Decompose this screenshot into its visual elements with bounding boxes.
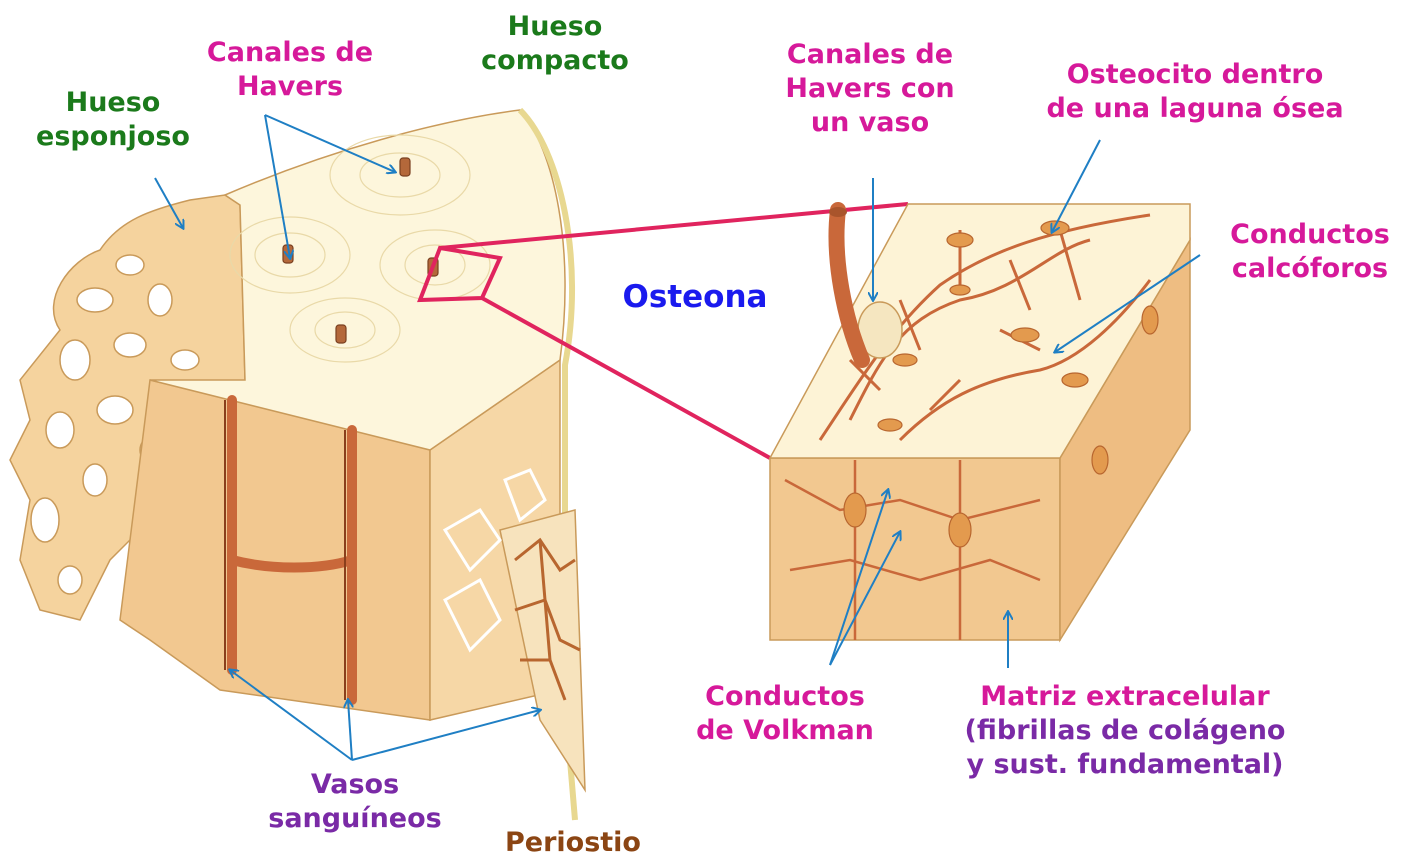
bone-cross-section [9, 107, 586, 821]
label-line: Conductos [705, 681, 865, 712]
arrow-hueso-esponjoso [154, 177, 183, 228]
osteon-top-face [768, 203, 1191, 459]
label-line: sanguíneos [268, 803, 442, 834]
label-line: Periostio [504, 827, 641, 858]
label-line: Havers con [785, 73, 955, 104]
label-vasos-sanguineos: Vasos sanguíneos [265, 768, 445, 836]
label-line: Matriz extracelular [980, 681, 1270, 712]
label-hueso-esponjoso: Hueso esponjoso [18, 86, 208, 154]
label-line: calcóforos [1231, 253, 1389, 284]
haversian-vessel [828, 202, 870, 368]
label-line: Osteona [622, 279, 768, 315]
label-line: Vasos [310, 769, 400, 800]
label-line: un vaso [810, 107, 930, 138]
label-conductos-calcoforos: Conductos calcóforos [1215, 218, 1405, 286]
arrow-vasos-2 [348, 700, 352, 761]
label-canales-havers-vaso: Canales de Havers con un vaso [765, 38, 975, 140]
label-line: Hueso [65, 87, 161, 118]
label-hueso-compacto: Hueso compacto [465, 10, 645, 78]
arrow-vasos-1 [230, 670, 353, 761]
arrow-vasos-3 [351, 710, 540, 761]
arrow-volkman-1 [829, 490, 888, 666]
label-line: compacto [481, 45, 629, 76]
label-osteona: Osteona [605, 280, 785, 314]
label-matriz-extracelular: Matriz extracelular (fibrillas de coláge… [935, 680, 1315, 782]
osteon-front-face [769, 457, 1061, 641]
label-line: esponjoso [36, 121, 190, 152]
label-line: de Volkman [696, 715, 874, 746]
label-osteocito: Osteocito dentro de una laguna ósea [1025, 58, 1365, 126]
periosteum-layer [517, 107, 578, 821]
periosteum-flap [499, 509, 586, 793]
arrow-volkman-2 [829, 532, 900, 666]
label-line: Osteocito dentro [1066, 59, 1324, 90]
arrow-osteocito [1052, 139, 1101, 232]
label-canales-havers: Canales de Havers [185, 36, 395, 104]
label-line: Havers [236, 71, 344, 102]
label-line: Canales de [786, 39, 954, 70]
label-line: Hueso [507, 11, 603, 42]
label-line: de una laguna ósea [1046, 93, 1344, 124]
arrow-calcoforos [1055, 254, 1201, 352]
pointer-arrows [154, 114, 1201, 761]
label-line: (fibrillas de colágeno [964, 715, 1286, 746]
label-line: y sust. fundamental) [966, 749, 1284, 780]
label-line: Canales de [206, 37, 374, 68]
label-line: Conductos [1230, 219, 1390, 250]
label-conductos-volkman: Conductos de Volkman [685, 680, 885, 748]
osteon-block [768, 202, 1191, 643]
arrow-havers-1 [264, 114, 290, 258]
label-periostio: Periostio [488, 826, 658, 860]
arrow-havers-2 [264, 114, 395, 172]
